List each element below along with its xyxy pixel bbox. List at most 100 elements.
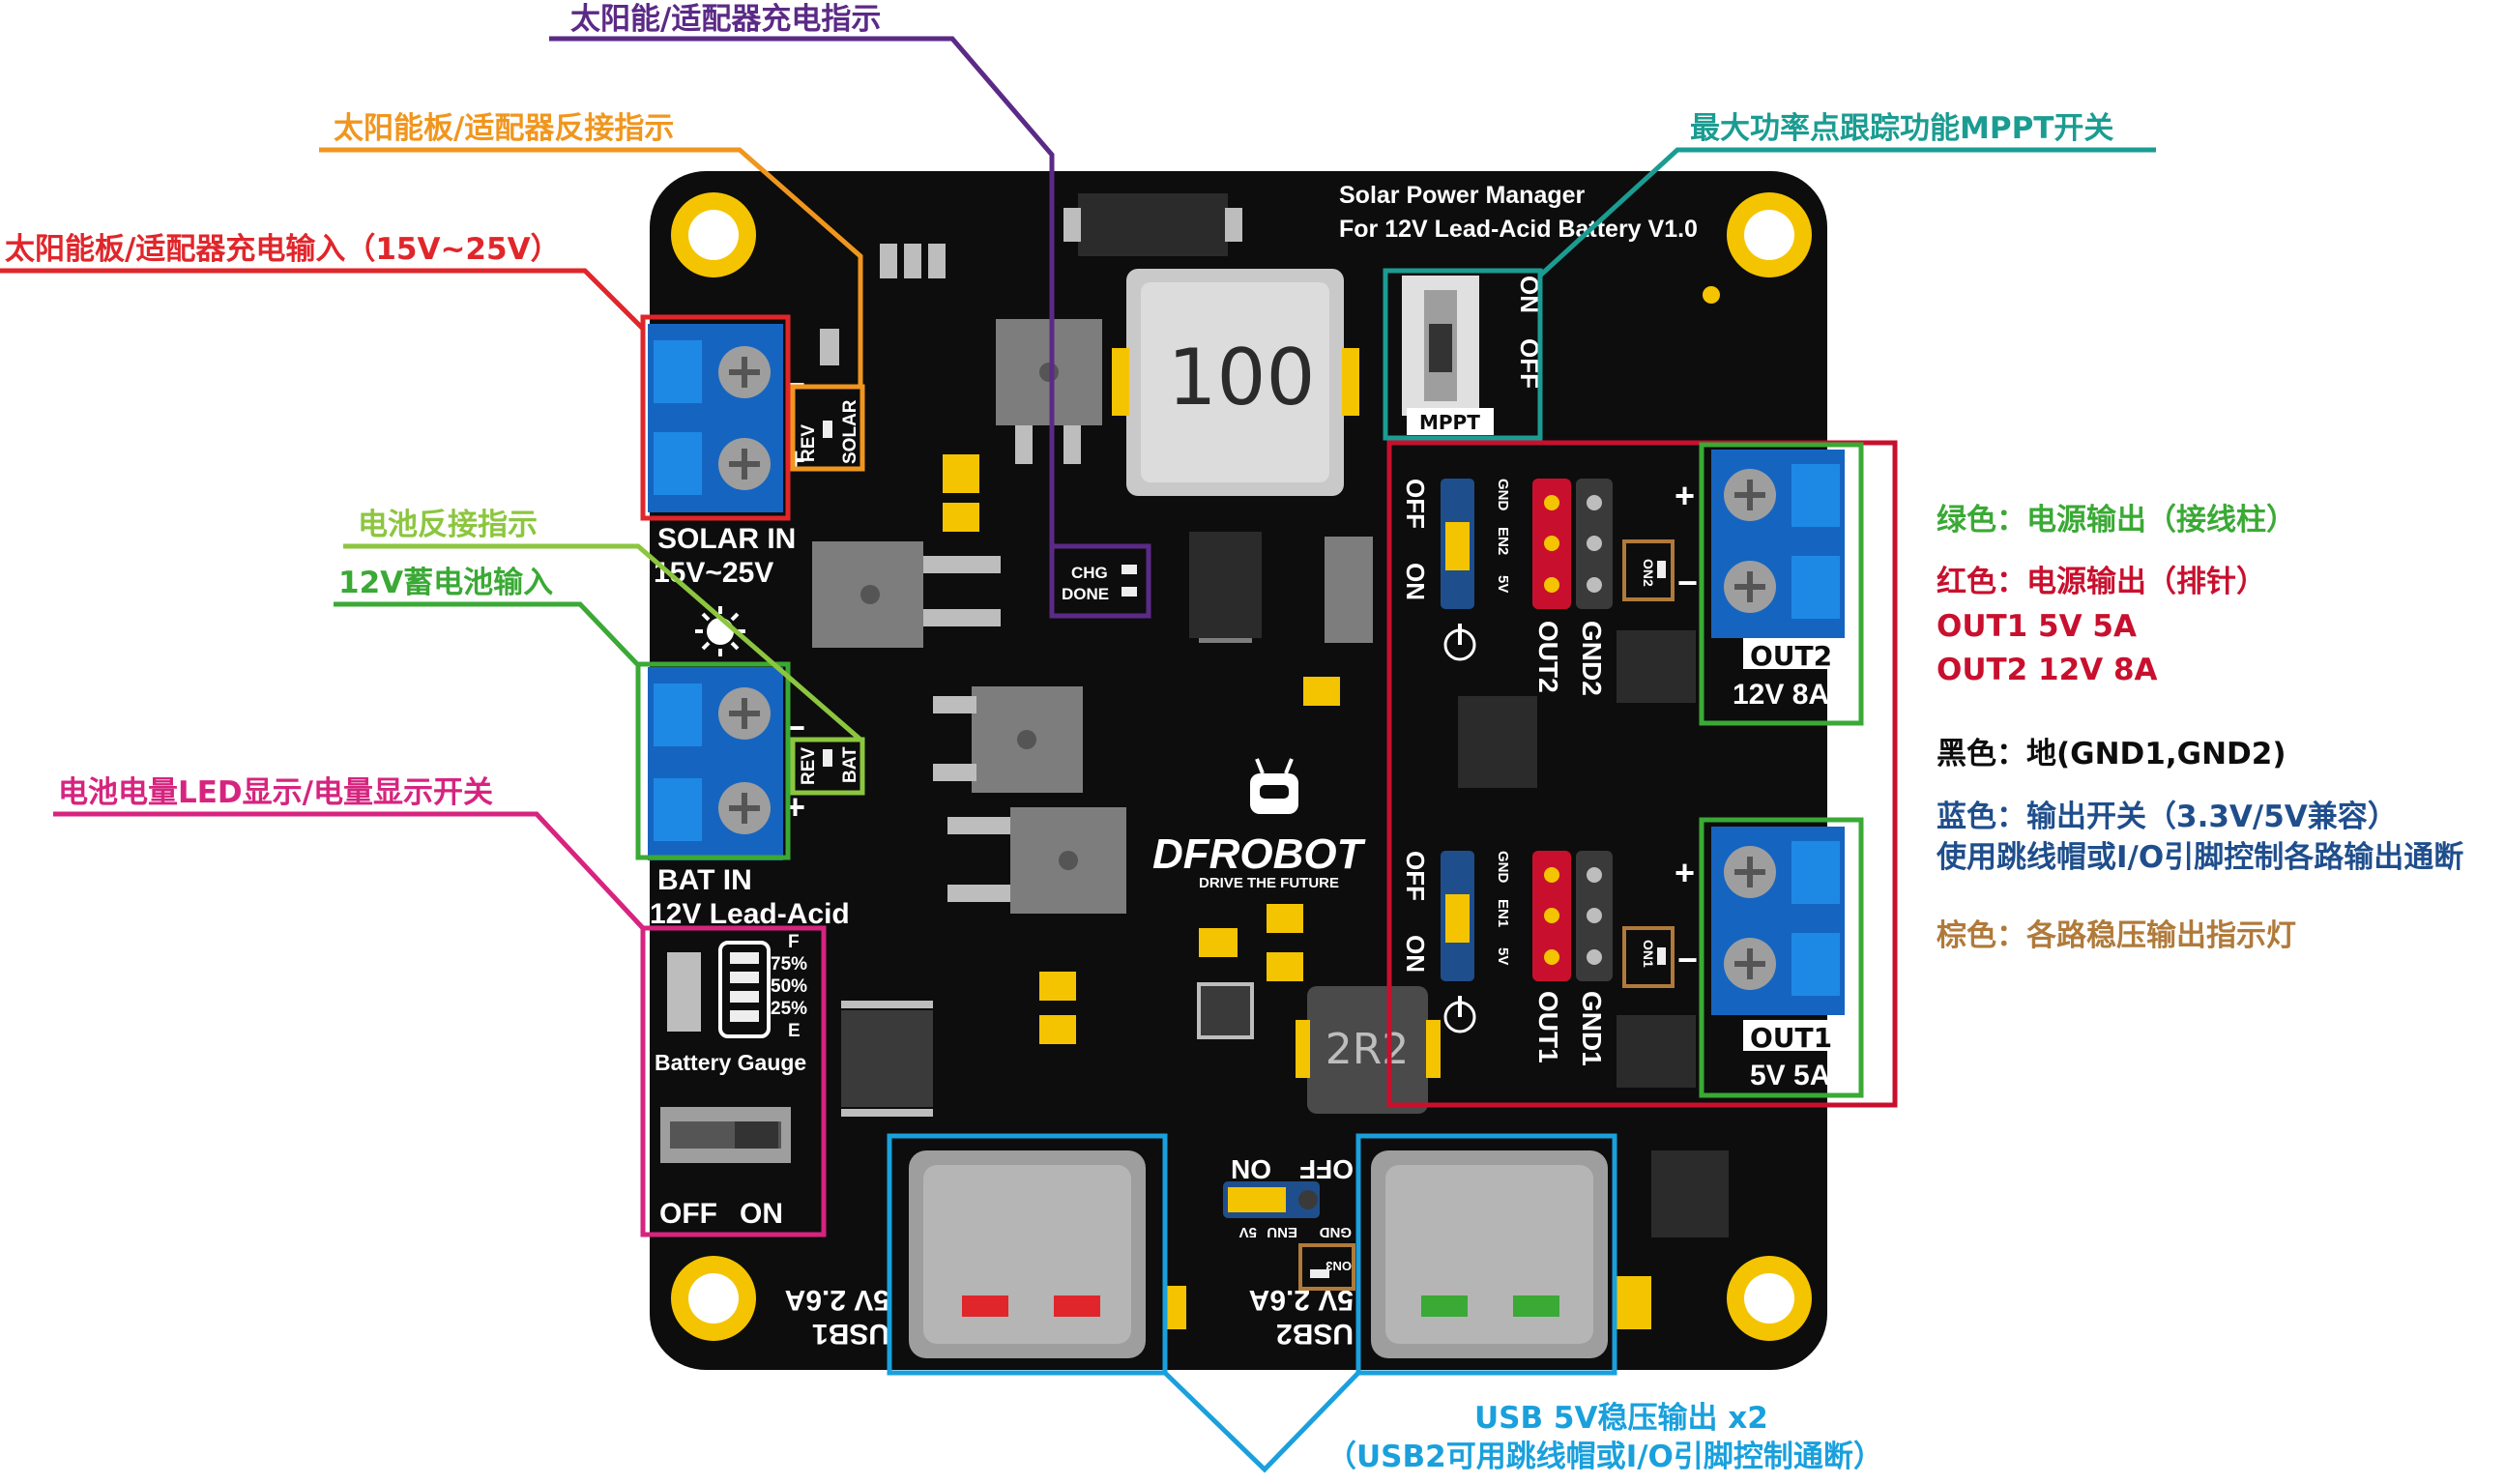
legend-brown: 棕色：各路稳压输出指示灯 (1937, 918, 2296, 953)
solar-rev-label: REV (799, 424, 819, 462)
callout-usb-line1: USB 5V稳压输出 x2 (1474, 1401, 1768, 1436)
out1-on-label: ON (1401, 935, 1430, 973)
out1-rating: 5V 5A (1750, 1060, 1830, 1091)
mounting-hole-bottom-right (1727, 1256, 1812, 1341)
legend-green: 绿色：电源输出（接线柱） (1937, 503, 2296, 538)
callout-mppt: 最大功率点跟踪功能MPPT开关 (1690, 111, 2113, 146)
out2-header-label: OUT2 (1533, 621, 1563, 693)
out2-minus: − (1677, 563, 1698, 602)
en1-label: EN1 (1495, 899, 1511, 927)
callout-battery-reverse: 电池反接指示 (358, 508, 538, 542)
out2-plus: + (1675, 476, 1695, 515)
ic-out1 (1617, 1015, 1696, 1088)
out1-terminal (1711, 827, 1845, 1015)
bat-in-type: 12V Lead-Acid (650, 898, 850, 930)
callout-battery-input: 12V蓄电池输入 (338, 566, 553, 600)
ic-qfn (1199, 984, 1252, 1037)
usb1-label: USB1 (812, 1318, 889, 1350)
ic-out1-upper (1458, 696, 1537, 788)
chg-led (1121, 565, 1137, 574)
callout-charge-indicator: 太阳能/适配器充电指示 (570, 2, 881, 37)
usb1-port (909, 1150, 1146, 1358)
out2-terminal (1711, 450, 1845, 638)
solar-in-label: SOLAR IN (657, 523, 796, 555)
usb2-label: USB2 (1276, 1318, 1354, 1350)
mppt-switch[interactable] (1402, 276, 1479, 416)
gauge-off-label: OFF (659, 1198, 717, 1230)
bat-in-terminal (648, 667, 783, 860)
gauge-switch[interactable] (660, 1107, 791, 1163)
inductor-2r2: 2R2 (1296, 986, 1441, 1114)
solar-in-terminal (648, 324, 783, 512)
solar-led-label: SOLAR (840, 399, 860, 464)
legend-blue-line1: 蓝色：输出开关（3.3V/5V兼容） (1937, 800, 2398, 834)
on2-label: ON2 (1641, 559, 1656, 587)
board-title-line2: For 12V Lead-Acid Battery V1.0 (1339, 216, 1698, 243)
callout-solar-input: 太阳能板/适配器充电输入（15V~25V） (5, 232, 561, 267)
done-label: DONE (1062, 585, 1109, 603)
mppt-label: MPPT (1419, 411, 1480, 434)
enu-label: ENU (1267, 1224, 1297, 1240)
battery-gauge-label: Battery Gauge (655, 1050, 806, 1075)
out2-terminal-label: OUT2 (1750, 640, 1832, 672)
mounting-hole-top-right (1727, 192, 1812, 277)
svg-text:2R2: 2R2 (1325, 1025, 1410, 1074)
on3-label: ON3 (1325, 1259, 1352, 1273)
bat-rev-label: REV (799, 747, 819, 785)
board-title-line1: Solar Power Manager (1339, 182, 1586, 209)
enu-gnd-label: GND (1320, 1224, 1353, 1240)
gnd2-header-label: GND2 (1577, 621, 1607, 696)
out2-5v-label: 5V (1495, 575, 1511, 593)
brand-name: DFROBOT (1152, 830, 1366, 878)
ic-main (1189, 532, 1262, 638)
gauge-empty-label: E (788, 1021, 801, 1041)
en1-jumper[interactable] (1441, 851, 1474, 981)
gauge-75-label: 75% (771, 954, 807, 975)
leader-battery-input (334, 604, 640, 667)
mounting-hole-top-left (671, 192, 756, 277)
usb1-rating: 5V 2.6A (785, 1284, 889, 1316)
legend-blue-line2: 使用跳线帽或I/O引脚控制各路输出通断 (1936, 840, 2463, 875)
bat-in-label: BAT IN (657, 864, 752, 896)
bat-led (823, 749, 832, 767)
usb2-port (1371, 1150, 1608, 1358)
bat-led-label: BAT (840, 746, 860, 783)
callout-battery-gauge: 电池电量LED显示/电量显示开关 (58, 775, 493, 810)
out2-rating: 12V 8A (1733, 679, 1829, 711)
out1-5v-label: 5V (1495, 947, 1511, 965)
legend-red-out2: OUT2 12V 8A (1937, 653, 2158, 687)
out2-on-label: ON (1401, 563, 1430, 600)
transistor-6 (1325, 537, 1373, 643)
ic-out2 (1617, 630, 1696, 703)
gauge-25-label: 25% (771, 999, 807, 1019)
en2-label: EN2 (1495, 527, 1511, 555)
out1-header-label: OUT1 (1533, 991, 1563, 1063)
inductor-100: 100 (1112, 269, 1359, 496)
leader-battery-gauge (53, 814, 643, 928)
out1-off-label: OFF (1401, 851, 1430, 901)
gnd1-header-label: GND1 (1577, 991, 1607, 1066)
legend-red-title: 红色：电源输出（排针） (1937, 565, 2266, 599)
gauge-on-label: ON (740, 1198, 783, 1230)
solar-led (823, 421, 832, 438)
gauge-50-label: 50% (771, 976, 807, 997)
fiducial-dot (1703, 286, 1720, 304)
legend-red-out1: OUT1 5V 5A (1937, 609, 2137, 644)
ic-usb (1651, 1150, 1729, 1237)
out1-minus: − (1677, 940, 1698, 979)
chg-label: CHG (1071, 564, 1108, 582)
top-diode (1078, 193, 1228, 256)
gauge-full-label: F (788, 932, 800, 952)
legend-black: 黑色：地(GND1,GND2) (1937, 737, 2287, 771)
svg-text:100: 100 (1168, 333, 1316, 422)
mounting-hole-bottom-left (671, 1256, 756, 1341)
enu-off-label: OFF (1299, 1154, 1354, 1184)
brand-tagline: DRIVE THE FUTURE (1199, 875, 1339, 891)
enu-on-label: ON (1231, 1154, 1271, 1184)
callout-solar-reverse: 太阳能板/适配器反接指示 (334, 111, 674, 146)
en2-jumper[interactable] (1441, 479, 1474, 609)
enu-jumper[interactable] (1223, 1181, 1320, 1218)
callout-usb-line2: （USB2可用跳线帽或I/O引脚控制通断） (1326, 1440, 1883, 1474)
enu-5v-label: 5V (1239, 1224, 1257, 1240)
